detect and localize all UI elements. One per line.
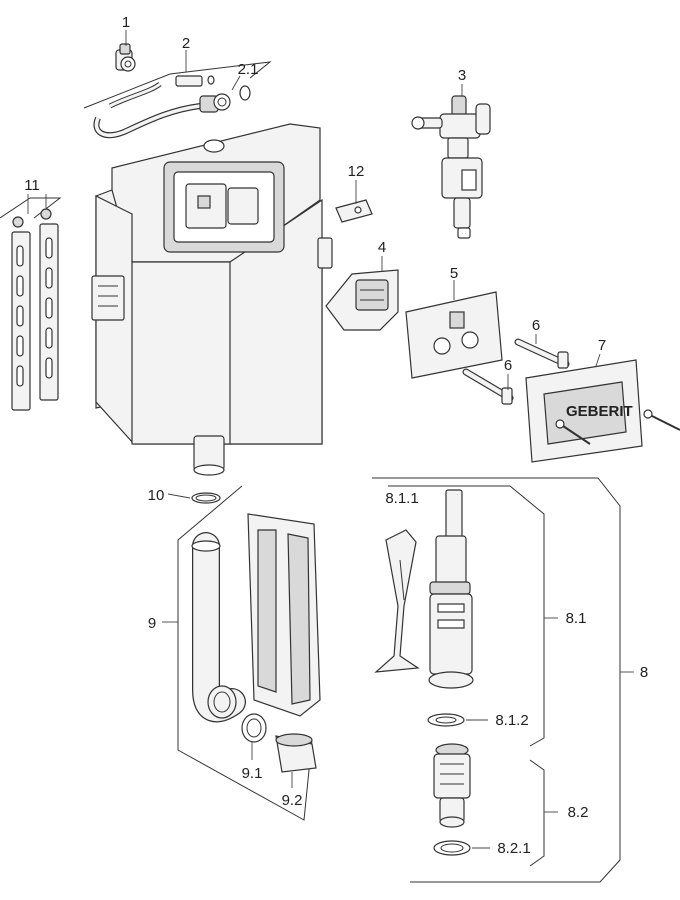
- part-6-rods: [462, 338, 570, 405]
- label-8-2: 8.2: [568, 804, 589, 821]
- part-7-frame: GEBERIT: [525, 359, 680, 463]
- part-8-1-flush-valve: [428, 489, 474, 689]
- leader-lines: [27, 30, 634, 849]
- cistern-body: [91, 123, 333, 476]
- plate-logo-text: GEBERIT: [566, 403, 633, 420]
- label-9-1: 9.1: [242, 765, 263, 782]
- part-8-1-1-lever: [374, 529, 420, 673]
- label-10: 10: [148, 487, 165, 504]
- part-8-2-float: [433, 743, 471, 828]
- part-4-bracket: [325, 269, 399, 331]
- part-2-hose: [83, 61, 272, 139]
- label-9: 9: [148, 615, 156, 632]
- part-labels: 1 2 2.1 3 11 12 4 5 6 6 7 10 9 9.1 9.2 8…: [24, 14, 648, 857]
- part-2-1-seals: [207, 75, 251, 101]
- part-11-wall-straps: [0, 197, 62, 411]
- label-8-2-1: 8.2.1: [497, 840, 530, 857]
- part-5-plate: [405, 291, 503, 379]
- label-3: 3: [458, 67, 466, 84]
- label-8-1-2: 8.1.2: [495, 712, 528, 729]
- part-9-group: [177, 485, 321, 821]
- label-2: 2: [182, 35, 190, 52]
- part-3-fill-valve: [411, 95, 491, 239]
- part-8-group: [372, 477, 621, 883]
- label-4: 4: [378, 239, 386, 256]
- label-6-upper: 6: [532, 317, 540, 334]
- part-12-clip: [335, 199, 373, 223]
- label-2-1: 2.1: [238, 61, 259, 78]
- label-8-1-1: 8.1.1: [385, 490, 418, 507]
- part-1-connector: [115, 43, 136, 72]
- label-11: 11: [24, 177, 40, 194]
- label-12: 12: [348, 163, 365, 180]
- label-5: 5: [450, 265, 458, 282]
- label-8-1: 8.1: [566, 610, 587, 627]
- part-10-seal: [191, 492, 221, 504]
- part-8-1-2-washer: [427, 713, 465, 727]
- label-7: 7: [598, 337, 606, 354]
- label-9-2: 9.2: [282, 792, 303, 809]
- label-8: 8: [640, 664, 648, 681]
- label-1: 1: [122, 14, 130, 31]
- label-6-lower: 6: [504, 357, 512, 374]
- part-8-2-1-ring: [433, 840, 471, 856]
